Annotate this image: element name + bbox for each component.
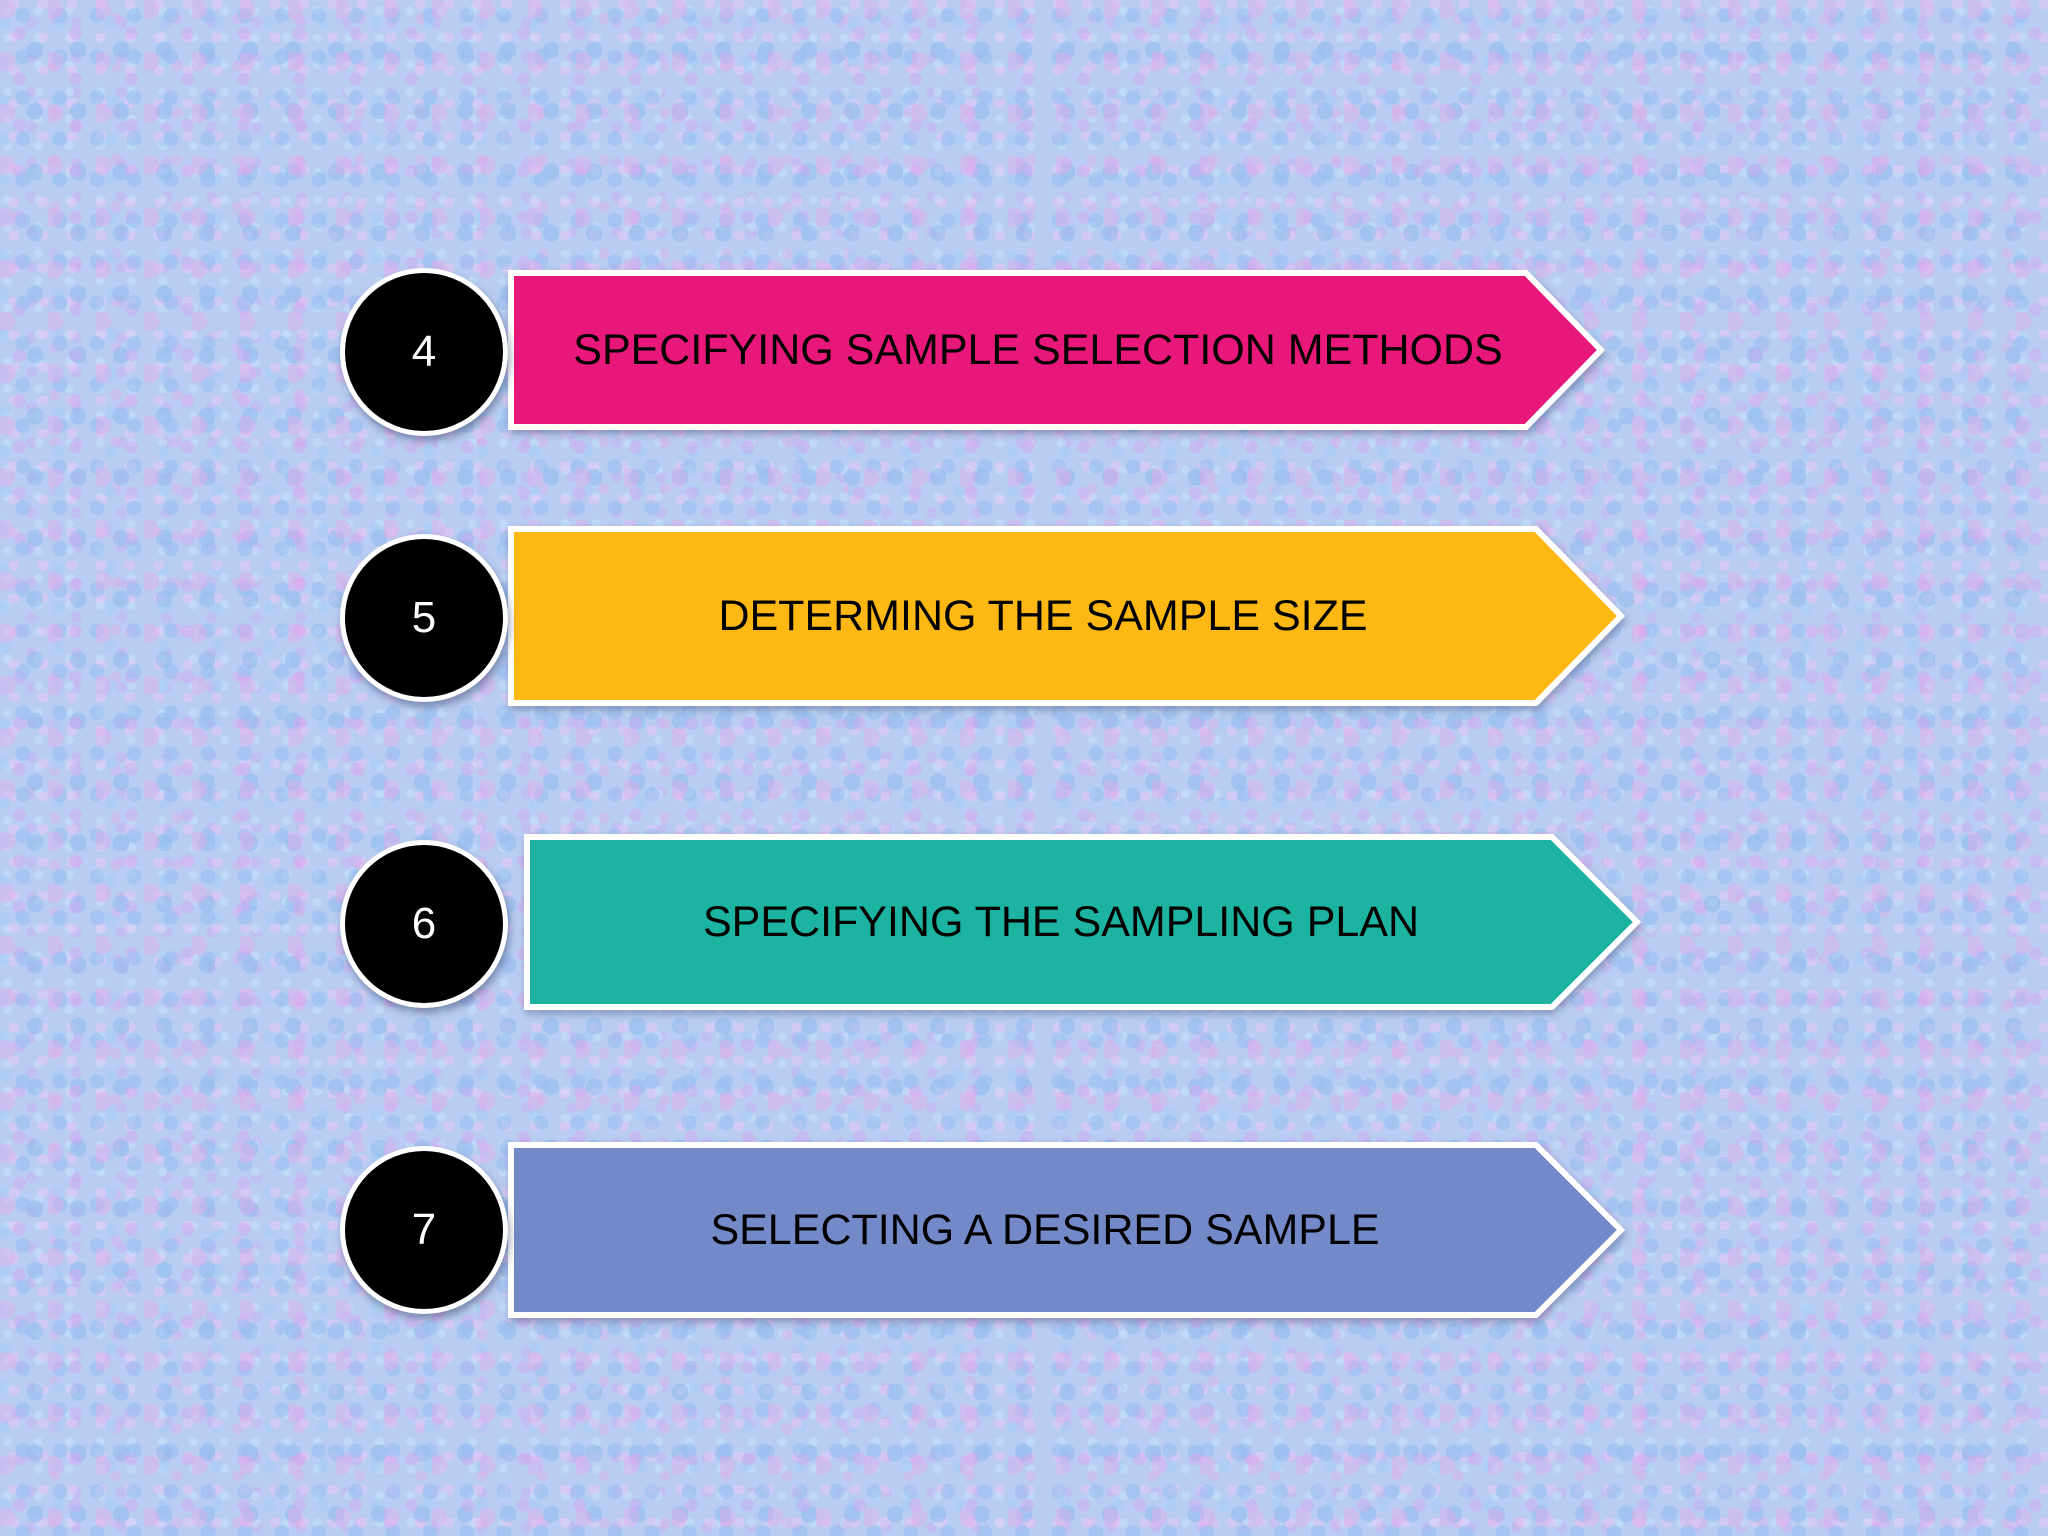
step-4-number: 4 <box>411 327 437 376</box>
step-7-number-badge: 7 <box>340 1146 508 1314</box>
step-4-label: SPECIFYING SAMPLE SELECTION METHODS <box>573 325 1503 374</box>
step-5-arrow-shape <box>508 526 1626 706</box>
step-4-arrow-shape <box>508 270 1606 430</box>
step-6-arrow: SPECIFYING THE SAMPLING PLAN <box>524 834 1642 1010</box>
step-6-number-badge: 6 <box>340 840 508 1008</box>
step-4-arrow: SPECIFYING SAMPLE SELECTION METHODS <box>508 270 1606 430</box>
step-7-arrow-shape <box>508 1142 1626 1318</box>
step-5-number-badge: 5 <box>340 534 508 702</box>
step-6-label: SPECIFYING THE SAMPLING PLAN <box>702 897 1420 946</box>
step-6-number: 6 <box>411 899 437 948</box>
step-5-arrow: DETERMING THE SAMPLE SIZE <box>508 526 1626 706</box>
step-5-number: 5 <box>411 593 437 642</box>
step-7-number: 7 <box>411 1205 437 1254</box>
step-6-arrow-shape <box>524 834 1642 1010</box>
step-7-arrow: SELECTING A DESIRED SAMPLE <box>508 1142 1626 1318</box>
step-5-label: DETERMING THE SAMPLE SIZE <box>718 591 1368 640</box>
step-7-label: SELECTING A DESIRED SAMPLE <box>710 1205 1380 1254</box>
step-4-number-badge: 4 <box>340 268 508 436</box>
